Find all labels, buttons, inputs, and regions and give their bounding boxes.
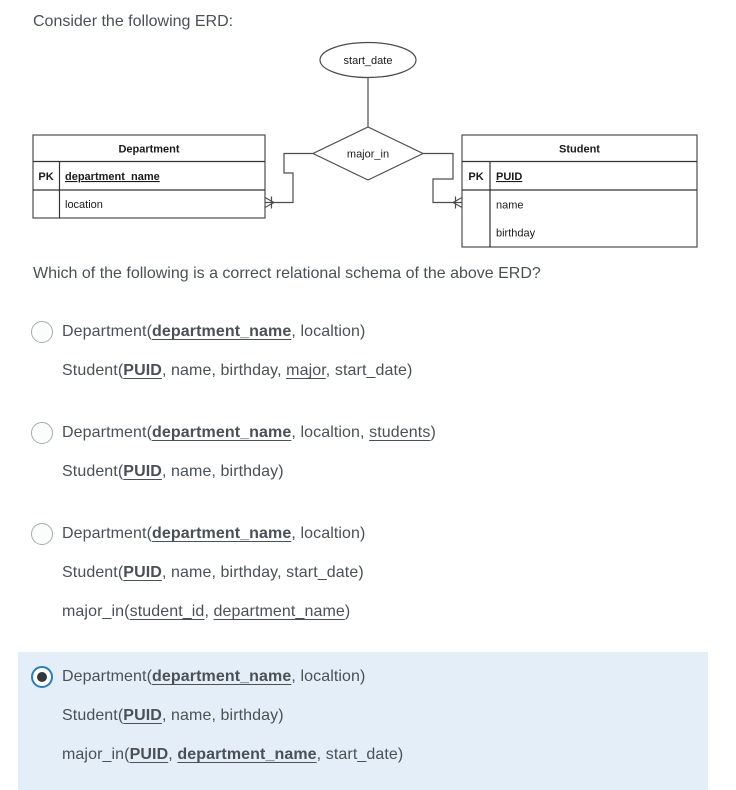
schema-text-segment: PUID bbox=[123, 707, 162, 724]
option-lines: Department(department_name, localtion) St… bbox=[62, 320, 412, 398]
radio-button[interactable] bbox=[31, 422, 53, 444]
student-title: Student bbox=[559, 144, 600, 156]
schema-text-segment: , start_date) bbox=[325, 362, 413, 379]
schema-text-segment: students bbox=[369, 424, 431, 441]
radio-button[interactable] bbox=[31, 523, 53, 545]
option-lines: Department(department_name, localtion)St… bbox=[62, 522, 365, 639]
relationship-label: major_in bbox=[347, 149, 389, 161]
schema-text-segment: , localtion) bbox=[291, 323, 366, 340]
schema-text-segment: major_in( bbox=[62, 746, 130, 763]
schema-text-segment: department_name bbox=[152, 323, 292, 340]
schema-text-segment: department_name bbox=[152, 424, 292, 441]
schema-text-segment: ) bbox=[344, 603, 351, 620]
radio-button[interactable] bbox=[31, 321, 53, 343]
option-line: Student(PUID, name, birthday, start_date… bbox=[62, 561, 365, 584]
schema-text-segment: , localtion) bbox=[291, 525, 366, 542]
option-lines: Department(department_name, localtion)St… bbox=[62, 665, 403, 782]
schema-text-segment: , bbox=[204, 603, 214, 620]
radio-dot-icon bbox=[37, 672, 47, 682]
student-field-birthday: birthday bbox=[496, 228, 536, 240]
schema-text-segment: ) bbox=[430, 424, 436, 441]
schema-text-segment: student_id bbox=[129, 603, 205, 620]
department-title: Department bbox=[118, 144, 179, 156]
department-field-location: location bbox=[65, 199, 103, 211]
answer-option[interactable]: Department(department_name, localtion, s… bbox=[18, 411, 708, 503]
question-text: Which of the following is a correct rela… bbox=[33, 265, 541, 282]
radio-button[interactable] bbox=[31, 666, 53, 688]
student-pk-label: PK bbox=[468, 171, 483, 183]
option-line: Department(department_name, localtion) bbox=[62, 522, 365, 545]
department-pk-label: PK bbox=[38, 171, 53, 183]
schema-text-segment: Student( bbox=[62, 362, 124, 379]
option-line: Student(PUID, name, birthday) bbox=[62, 704, 403, 727]
schema-text-segment: Department( bbox=[62, 525, 153, 542]
option-line: Student(PUID, name, birthday, major, sta… bbox=[62, 359, 412, 382]
option-line: Department(department_name, localtion) bbox=[62, 665, 403, 688]
schema-text-segment: PUID bbox=[129, 746, 169, 763]
schema-text-segment: Department( bbox=[62, 668, 153, 685]
attribute-label: start_date bbox=[344, 55, 393, 67]
schema-text-segment: , bbox=[168, 746, 178, 763]
schema-text-segment: , localtion, bbox=[291, 424, 370, 441]
student-crowsfoot-icon bbox=[452, 196, 463, 209]
student-field-name: name bbox=[496, 200, 524, 212]
answer-option[interactable]: Department(department_name, localtion)St… bbox=[18, 512, 708, 643]
option-line: Student(PUID, name, birthday) bbox=[62, 460, 436, 483]
schema-text-segment: department_name bbox=[152, 525, 292, 542]
student-entity: Student PK PUID name birthday bbox=[461, 134, 698, 248]
answer-options-list: Department(department_name, localtion)St… bbox=[0, 310, 736, 790]
schema-text-segment: PUID bbox=[123, 463, 162, 480]
option-line: Department(department_name, localtion, s… bbox=[62, 421, 436, 444]
schema-text-segment: , name, birthday) bbox=[161, 707, 284, 724]
schema-text-segment: department_name bbox=[213, 603, 345, 620]
schema-text-segment: major_in( bbox=[62, 603, 130, 620]
schema-text-segment: department_name bbox=[177, 746, 317, 763]
schema-text-segment: Student( bbox=[62, 707, 124, 724]
schema-text-segment: Department( bbox=[62, 323, 153, 340]
student-pk-field: PUID bbox=[496, 171, 522, 183]
schema-text-segment: , name, birthday) bbox=[161, 463, 284, 480]
option-line: Department(department_name, localtion) bbox=[62, 320, 412, 343]
schema-text-segment: , start_date) bbox=[316, 746, 404, 763]
option-line: major_in(PUID, department_name, start_da… bbox=[62, 743, 403, 766]
schema-text-segment: , name, birthday, bbox=[161, 362, 287, 379]
schema-text-segment: department_name bbox=[152, 668, 292, 685]
department-crowsfoot-icon bbox=[264, 196, 275, 209]
department-connector-line bbox=[265, 152, 313, 204]
department-pk-field: department_name bbox=[65, 171, 160, 183]
schema-text-segment: Department( bbox=[62, 424, 153, 441]
intro-text: Consider the following ERD: bbox=[33, 13, 234, 30]
erd-diagram: start_date major_in Department PK depart… bbox=[32, 41, 698, 248]
option-line: major_in(student_id, department_name) bbox=[62, 600, 365, 623]
schema-text-segment: PUID bbox=[123, 564, 162, 581]
schema-text-segment: PUID bbox=[123, 362, 162, 379]
schema-text-segment: major bbox=[286, 362, 326, 379]
schema-text-segment: Student( bbox=[62, 564, 124, 581]
answer-option[interactable]: Department(department_name, localtion)St… bbox=[18, 652, 708, 790]
answer-option[interactable]: Department(department_name, localtion) St… bbox=[18, 310, 708, 402]
relationship-diamond bbox=[311, 126, 425, 181]
department-entity: Department PK department_name location bbox=[32, 134, 266, 219]
schema-text-segment: Student( bbox=[62, 463, 124, 480]
student-connector-line bbox=[423, 152, 462, 204]
option-lines: Department(department_name, localtion, s… bbox=[62, 421, 436, 499]
schema-text-segment: , name, birthday, start_date) bbox=[161, 564, 364, 581]
schema-text-segment: , localtion) bbox=[291, 668, 366, 685]
